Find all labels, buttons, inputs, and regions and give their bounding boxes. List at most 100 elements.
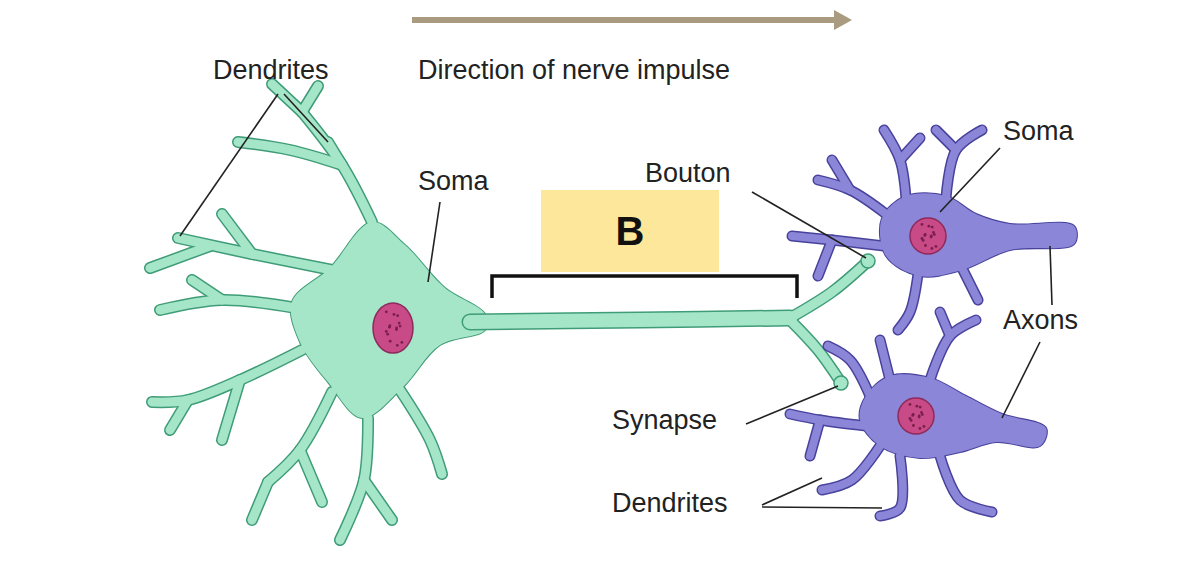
leader-line [1050, 246, 1052, 305]
dendrite-outline [940, 456, 992, 512]
nucleus-dot [921, 413, 924, 416]
cell-body [860, 374, 1047, 458]
part-label: Soma [1003, 116, 1074, 147]
dendrite-branch [880, 456, 903, 516]
nucleus-dot [399, 325, 402, 328]
nucleus-dot [396, 344, 399, 347]
dendrite-branch [940, 312, 950, 336]
dendrite-branch [900, 138, 920, 160]
dendrite-outline [962, 268, 978, 300]
nucleus-dot [921, 237, 924, 240]
arrow-head [834, 10, 852, 30]
dendrite-outline [884, 130, 906, 198]
nucleus-dot [912, 413, 915, 416]
nucleus [898, 398, 934, 434]
leader-line [428, 202, 440, 282]
neuron-cell [790, 312, 1047, 516]
leader-line [180, 94, 278, 236]
dendrite-branch [252, 482, 268, 520]
nucleus-dot [393, 313, 396, 316]
nucleus-dot [919, 406, 922, 409]
nucleus-dot [930, 236, 933, 239]
leader-lines [180, 94, 1052, 508]
dendrite-branch [300, 450, 322, 502]
dendrite-outline [790, 414, 866, 426]
part-label: Synapse [612, 405, 717, 436]
nucleus-dot [935, 245, 938, 248]
axon-core [470, 318, 790, 322]
leader-line [752, 192, 866, 258]
nucleus-dot [389, 340, 392, 343]
nucleus-dot [912, 424, 915, 427]
leader-line [762, 507, 882, 508]
dendrite-branch [268, 392, 332, 482]
nucleus-dot [395, 328, 398, 331]
dendrite-outline [152, 350, 302, 402]
dendrite-branch [884, 130, 906, 198]
dendrite-outline [940, 312, 950, 336]
cell-body-fill [860, 374, 1047, 458]
dendrite-branch [160, 300, 296, 310]
dendrite-outline [300, 450, 322, 502]
axon-core [790, 263, 866, 318]
dendrite-outline [238, 142, 342, 165]
leader-line [746, 386, 838, 424]
dendrite-outline [150, 246, 210, 268]
nucleus-dot [385, 330, 388, 333]
dendrite-branch [222, 214, 252, 254]
dendrite-branch [880, 340, 890, 380]
nucleus-dot [909, 417, 912, 420]
bouton-terminal [834, 376, 848, 390]
dendrite-outline [936, 130, 956, 150]
part-label: Axons [1003, 305, 1078, 336]
part-label: Direction of nerve impulse [418, 55, 730, 86]
impulse-arrow [412, 10, 852, 30]
nucleus-dot [388, 324, 391, 327]
part-label: Soma [418, 166, 489, 197]
cell-body-fill [291, 222, 487, 418]
nucleus-dot [385, 310, 388, 313]
cell-body [291, 222, 487, 418]
nucleus-dot [921, 223, 924, 226]
dendrite-branch [152, 350, 302, 402]
dendrite-outline [930, 320, 976, 380]
nucleus-dot [933, 233, 936, 236]
nucleus-dot [915, 405, 918, 408]
dendrite-branch [238, 142, 342, 165]
dendrite-branch [940, 456, 992, 512]
dendrite-branch [302, 86, 318, 112]
axon-bracket [492, 276, 797, 298]
nucleus-dot [924, 233, 927, 236]
arrow-shaft [412, 17, 836, 23]
dendrite-outline [252, 482, 268, 520]
dendrite-branch [192, 280, 222, 300]
dendrite-outline [364, 480, 392, 520]
nucleus-dot [931, 247, 934, 250]
nucleus [373, 303, 413, 353]
dendrite-outline [880, 456, 903, 516]
nucleus-dot [400, 341, 403, 344]
dendrite-branch [790, 414, 866, 426]
dendrite-branch [400, 390, 442, 474]
cell-body [880, 193, 1077, 277]
dendrite-outline [822, 446, 880, 490]
dendrite-outline [880, 340, 890, 380]
dendrite-outline [302, 86, 318, 112]
part-label: Dendrites [612, 488, 728, 519]
dendrite-outline [818, 240, 832, 276]
dendrite-outline [268, 392, 332, 482]
leader-line [940, 148, 1000, 212]
nucleus-dot [918, 416, 921, 419]
axon-outline [470, 318, 790, 322]
dendrite-branch [822, 446, 880, 490]
nucleus-dot [909, 403, 912, 406]
part-label: Bouton [645, 158, 731, 189]
dendrite-branch [962, 268, 978, 300]
dendrite-branch [818, 180, 886, 214]
dendrite-outline [900, 138, 920, 160]
dendrite-branch [810, 420, 820, 456]
dendrite-branch [222, 380, 240, 440]
dendrite-branch [898, 274, 918, 330]
